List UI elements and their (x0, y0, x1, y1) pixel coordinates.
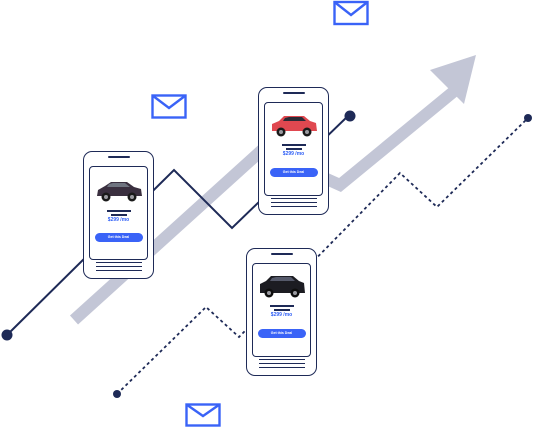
phone-speaker (107, 156, 130, 158)
get-deal-button[interactable]: Get this Deal (269, 168, 318, 177)
phone-screen: $299 /mo Get this Deal (264, 102, 323, 196)
title-line (281, 144, 306, 146)
phone-mockup-top: $299 /mo Get this Deal (258, 87, 329, 215)
price-label: $299 /mo (282, 151, 305, 157)
footer-line (258, 367, 305, 369)
envelope-icon (151, 94, 187, 119)
subtitle-line (285, 148, 302, 150)
phone-speaker (270, 253, 293, 255)
footer-line (270, 206, 317, 208)
price-label: $299 /mo (107, 217, 130, 223)
footer-line (95, 262, 142, 264)
phone-speaker (282, 92, 305, 94)
footer-line (258, 363, 305, 365)
phone-mockup-bottom: $299 /mo Get this Deal (246, 248, 317, 376)
footer-line (270, 202, 317, 204)
footer-line (258, 359, 305, 361)
title-line (269, 305, 294, 307)
get-deal-button[interactable]: Get this Deal (94, 233, 143, 242)
title-line (106, 210, 131, 212)
phone-screen: $299 /mo Get this Deal (89, 166, 148, 260)
footer-line (270, 198, 317, 200)
subtitle-line (273, 309, 290, 311)
footer-line (95, 266, 142, 268)
dark-suv-icon (96, 182, 142, 202)
get-deal-button[interactable]: Get this Deal (257, 329, 306, 338)
red-suv-icon (271, 116, 317, 137)
envelope-icon (333, 0, 369, 26)
envelope-icon (185, 403, 221, 427)
price-label: $299 /mo (270, 312, 293, 318)
dotted-trend-line (113, 114, 532, 398)
footer-line (95, 270, 142, 272)
phone-screen: $299 /mo Get this Deal (252, 263, 311, 357)
phone-mockup-left: $299 /mo Get this Deal (83, 151, 154, 279)
subtitle-line (110, 214, 127, 216)
black-suv-icon (259, 276, 305, 298)
